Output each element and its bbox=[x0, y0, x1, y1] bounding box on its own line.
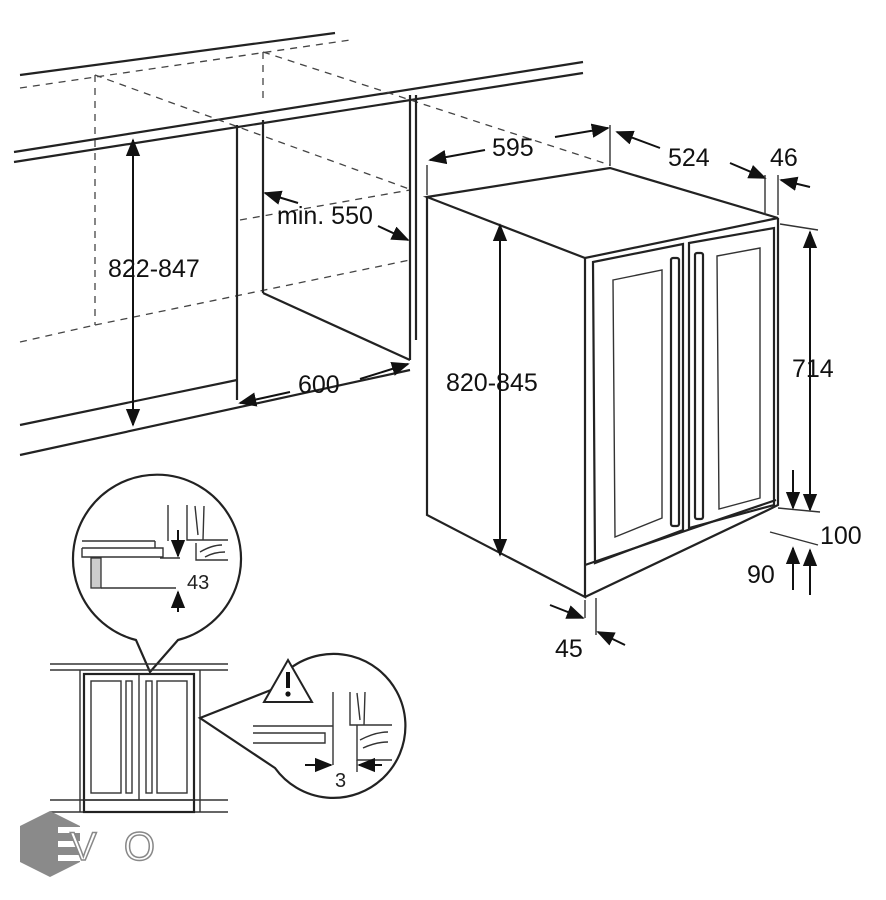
detail-top-gap bbox=[71, 473, 243, 675]
label-niche-width: 600 bbox=[298, 371, 340, 399]
label-door-offset: 46 bbox=[770, 144, 798, 172]
cabinet-front-view bbox=[50, 663, 228, 814]
label-niche-depth-min: min. 550 bbox=[277, 202, 373, 230]
label-door-thickness: 45 bbox=[555, 635, 583, 663]
wine-cooler bbox=[422, 166, 780, 599]
label-plinth-height: 100 bbox=[820, 522, 862, 550]
label-niche-height: 822-847 bbox=[108, 255, 200, 283]
evo-logo: VO bbox=[20, 811, 156, 877]
label-door-height: 714 bbox=[792, 355, 834, 383]
logo-text: VO bbox=[70, 825, 155, 869]
label-appliance-width: 595 bbox=[492, 134, 534, 162]
label-top-gap: 43 bbox=[187, 572, 209, 594]
label-side-gap: 3 bbox=[335, 770, 346, 792]
label-feet-height: 90 bbox=[747, 561, 775, 589]
label-appliance-depth: 524 bbox=[668, 144, 710, 172]
detail-side-gap bbox=[197, 652, 407, 799]
dimension-lines bbox=[125, 123, 821, 646]
label-appliance-height: 820-845 bbox=[446, 369, 538, 397]
